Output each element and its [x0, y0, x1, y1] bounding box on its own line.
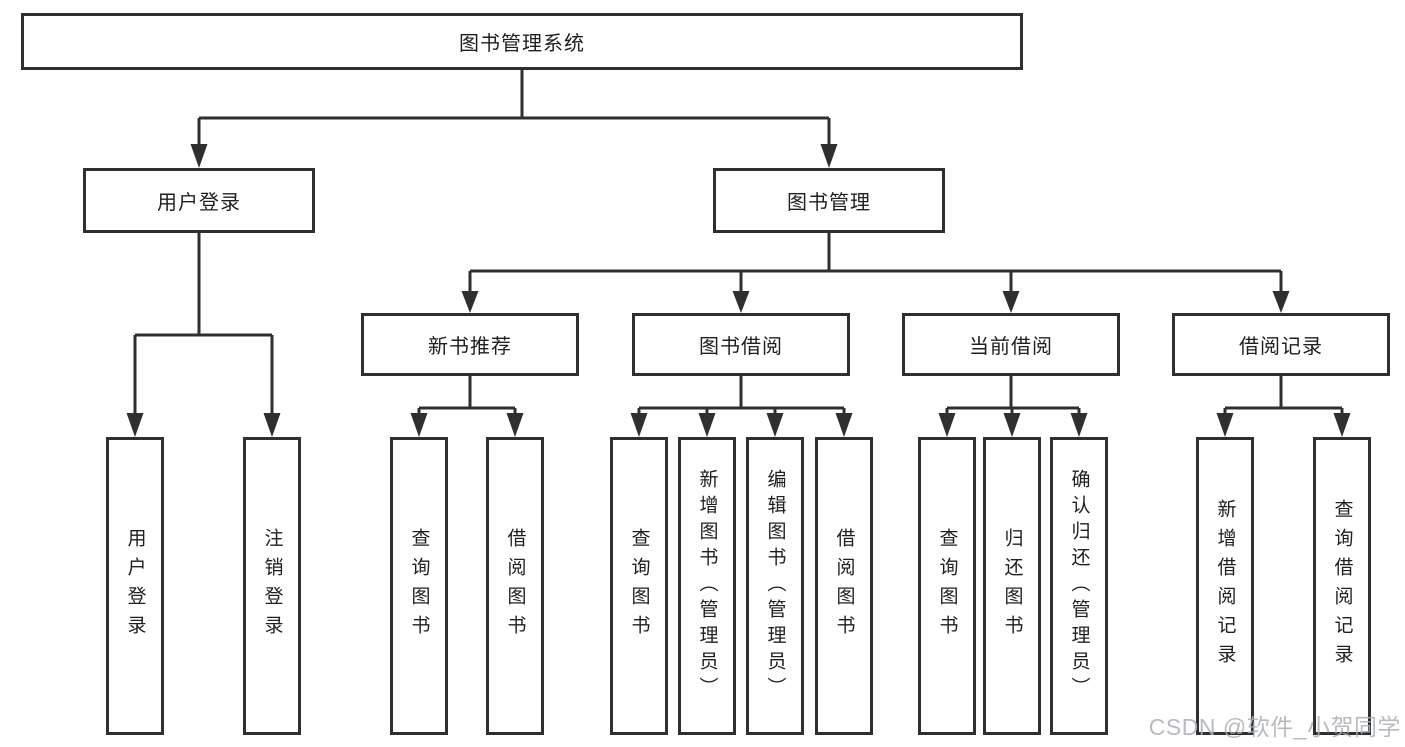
leaf-query-books-current: 查询图书: [918, 437, 976, 735]
leaf-add-borrow-record: 新增借阅记录: [1196, 437, 1254, 735]
leaf-borrow-books-recommend: 借阅图书: [486, 437, 544, 735]
leaf-add-books-admin: 新增图书（管理员）: [678, 437, 736, 735]
node-borrowing-records: 借阅记录: [1172, 313, 1390, 376]
leaf-return-books: 归还图书: [983, 437, 1041, 735]
leaf-borrow-books: 借阅图书: [815, 437, 873, 735]
leaf-edit-books-admin: 编辑图书（管理员）: [746, 437, 804, 735]
leaf-query-borrow-record: 查询借阅记录: [1313, 437, 1371, 735]
csdn-watermark: CSDN @软件_小贺同学: [1148, 714, 1401, 740]
leaf-logout: 注销登录: [243, 437, 301, 735]
node-new-book-recommend: 新书推荐: [361, 313, 579, 376]
node-current-borrowing: 当前借阅: [902, 313, 1120, 376]
leaf-confirm-return-admin: 确认归还（管理员）: [1050, 437, 1108, 735]
node-root-system: 图书管理系统: [21, 13, 1023, 70]
node-user-login-branch: 用户登录: [83, 168, 315, 233]
leaf-query-books-recommend: 查询图书: [390, 437, 448, 735]
node-book-borrowing: 图书借阅: [632, 313, 850, 376]
leaf-query-books-borrow: 查询图书: [610, 437, 668, 735]
node-book-management-branch: 图书管理: [713, 168, 945, 233]
leaf-user-login: 用户登录: [106, 437, 164, 735]
arrowheads: [126, 144, 1351, 437]
